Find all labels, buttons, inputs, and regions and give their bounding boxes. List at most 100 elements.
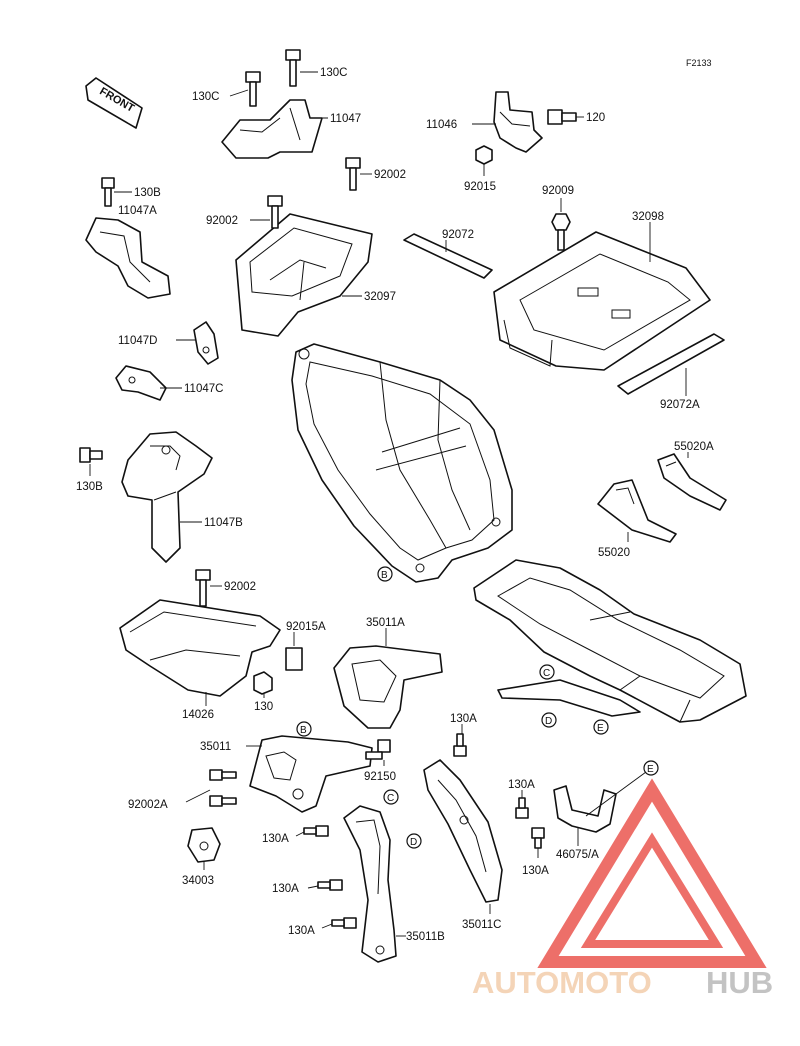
bolt-92002-c <box>195 569 211 607</box>
callout-D-1-text: D <box>545 716 552 727</box>
bolt-92002A-b <box>209 795 237 807</box>
label-92015A: 92015A <box>286 621 326 633</box>
label-11047A: 11047A <box>118 205 157 217</box>
bolt-130B-b <box>79 447 103 463</box>
plate-55020A <box>657 453 727 511</box>
bracket-46075A <box>553 771 647 833</box>
watermark-text-hub: HUB <box>706 965 773 1000</box>
bolt-130A-b <box>303 825 329 837</box>
label-92002A: 92002A <box>128 799 168 811</box>
label-130A-e: 130A <box>508 779 535 791</box>
label-55020A: 55020A <box>674 441 714 453</box>
label-34003: 34003 <box>182 875 214 887</box>
label-35011A: 35011A <box>366 617 405 629</box>
label-130B-a: 130B <box>134 187 161 199</box>
callout-B-1 <box>377 566 393 582</box>
callout-E-2 <box>643 760 659 776</box>
bracket-11047A <box>85 217 171 299</box>
bracket-35011C <box>423 759 503 903</box>
label-130C-b: 130C <box>320 67 348 79</box>
bolt-130B-a <box>101 177 115 207</box>
callout-C-1-text: C <box>543 668 550 679</box>
bolt-130A-c <box>317 879 343 891</box>
label-130A-c: 130A <box>272 883 299 895</box>
label-35011B: 35011B <box>406 931 445 943</box>
label-32097: 32097 <box>364 291 396 303</box>
bolt-130C-b <box>285 49 301 87</box>
label-92150: 92150 <box>364 771 396 783</box>
plate-11047D <box>193 321 219 365</box>
nut-92015A <box>285 647 303 671</box>
label-11046: 11046 <box>426 119 457 131</box>
plate-11047C <box>115 365 167 401</box>
main-frame <box>291 343 513 583</box>
watermark-logo: AUTOMOTO HUB <box>472 778 773 1000</box>
label-92009: 92009 <box>542 185 574 197</box>
bolt-92150 <box>365 739 391 760</box>
label-130C-a: 130C <box>192 91 220 103</box>
guard-14026 <box>119 599 281 697</box>
label-130A-b: 130A <box>262 833 289 845</box>
strap-92072A <box>617 333 725 395</box>
label-92072A: 92072A <box>660 399 700 411</box>
label-11047D: 11047D <box>118 335 157 347</box>
front-arrow-icon: FRONT <box>85 77 143 129</box>
label-92072: 92072 <box>442 229 474 241</box>
callout-C-1 <box>539 664 555 680</box>
bracket-35011B <box>343 805 397 963</box>
bolt-92002-b <box>267 195 283 229</box>
bolt-92002A-a <box>209 769 237 781</box>
bracket-35011 <box>249 735 373 813</box>
bolt-130A-d <box>331 917 357 929</box>
bracket-35011A <box>333 645 443 729</box>
label-14026: 14026 <box>182 709 214 721</box>
label-92002-b: 92002 <box>206 215 238 227</box>
callout-D-1 <box>541 712 557 728</box>
label-35011C: 35011C <box>462 919 501 931</box>
callout-B-1-text: B <box>381 570 388 581</box>
label-35011: 35011 <box>200 741 231 753</box>
clamp-11046 <box>493 91 543 153</box>
rear-subframe <box>473 559 747 723</box>
callout-C-2 <box>383 789 399 805</box>
label-130: 130 <box>254 701 273 713</box>
strap-92072 <box>403 233 493 279</box>
bracket-11047B <box>121 431 213 563</box>
bolt-130A-f <box>531 827 545 849</box>
label-130A-a: 130A <box>450 713 477 725</box>
label-11047C: 11047C <box>184 383 223 395</box>
label-11047B: 11047B <box>204 517 243 529</box>
label-130A-f: 130A <box>522 865 549 877</box>
label-120: 120 <box>586 112 605 124</box>
label-55020: 55020 <box>598 547 630 559</box>
watermark-triangle-icon <box>537 778 767 968</box>
bolt-130A-e <box>515 797 529 819</box>
rear-stay <box>497 679 641 717</box>
callout-E-2-text: E <box>647 764 654 775</box>
label-32098: 32098 <box>632 211 664 223</box>
label-46075A: 46075/A <box>556 849 599 861</box>
diagram-code: F2133 <box>686 58 712 68</box>
label-130B-b: 130B <box>76 481 103 493</box>
label-92015: 92015 <box>464 181 496 193</box>
callout-D-2-text: D <box>410 837 417 848</box>
callout-B-2 <box>296 721 312 737</box>
bracket-34003 <box>187 827 221 863</box>
label-92002-a: 92002 <box>374 169 406 181</box>
label-130A-d: 130A <box>288 925 315 937</box>
battery-tray-32098 <box>493 231 711 371</box>
plate-55020 <box>597 479 677 543</box>
battery-case-32097 <box>235 213 373 337</box>
label-92002-c: 92002 <box>224 581 256 593</box>
bolt-120 <box>547 109 577 125</box>
bolt-130 <box>253 671 273 695</box>
callout-D-2 <box>406 833 422 849</box>
nut-92015 <box>475 145 493 165</box>
callout-B-2-text: B <box>300 725 307 736</box>
watermark-text-automoto: AUTOMOTO <box>472 965 652 1000</box>
callout-E-1-text: E <box>597 723 604 734</box>
bracket-11047 <box>221 99 323 159</box>
callout-E-1 <box>593 719 609 735</box>
bolt-92009 <box>551 213 571 251</box>
